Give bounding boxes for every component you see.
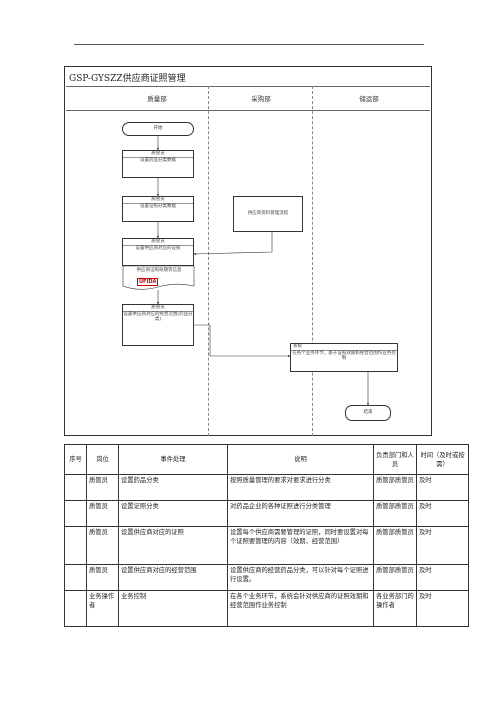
cell-description: 设置供应商的经营药品分类，可以针对每个证照进行设置。	[227, 564, 374, 591]
lane-header-quality: 质量部	[147, 95, 167, 103]
table-row: 质管员 设置药品分类 按照质量管理的要求对要求进行分类 质管部质管员 及时	[64, 474, 469, 501]
cell-position: 质管员	[86, 474, 119, 501]
cell-description: 在各个业务环节，系统会针对供应商的证照效期和经营范围作业务控制	[227, 590, 374, 627]
node-text: 供应商资料管理流程	[247, 211, 289, 217]
node-role: 质管员	[123, 305, 193, 312]
header-description: 说明	[227, 444, 374, 475]
top-rule	[74, 44, 424, 45]
process-node-business-scope: 质管员 设置供应商对应的经营范围(药品分类)	[122, 304, 194, 346]
cell-description: 按照质量管理的要求对要求进行分类	[227, 474, 374, 501]
header-index: 序号	[64, 444, 87, 475]
header-department: 负责部门和人员	[373, 444, 417, 475]
cell-time: 及时	[416, 564, 469, 591]
lane-header-storage: 储运部	[359, 95, 379, 103]
title-separator	[66, 86, 430, 87]
process-node-system-control: 系统 在各个业务环节，基于证照效期和经营范围作业务控制	[290, 343, 398, 372]
cell-department: 各业务部门的操作者	[373, 590, 417, 627]
table-row: 质管员 设置供应商对应的经营范围 设置供应商的经营药品分类，可以针对每个证照进行…	[64, 564, 469, 591]
process-node-supplier-license: 质管员 设置供应商对应的证照	[122, 238, 194, 266]
node-role: 质管员	[123, 151, 193, 158]
cell-event: 业务控制	[118, 590, 228, 627]
process-node-drug-category: 质管员 设置药品分类数据	[122, 150, 194, 178]
node-text: 设置药品分类数据	[140, 157, 176, 163]
document-node-license-validity: 供应商证照效期等信息	[125, 268, 193, 284]
process-node-supplier-data-flow: 供应商资料管理流程	[233, 196, 303, 232]
lane-header-purchasing: 采购部	[251, 95, 271, 103]
cell-department: 质管部质管员	[373, 564, 417, 591]
lane-separator	[312, 86, 313, 436]
table-row: 业务操作者 业务控制 在各个业务环节，系统会针对供应商的证照效期和经营范围作业务…	[64, 590, 469, 627]
header-position: 岗位	[86, 444, 119, 475]
flowchart-frame: GSP-GYSZZ供应商证照管理	[64, 66, 432, 436]
cell-time: 及时	[416, 590, 469, 627]
ufida-stamp: UFIDA	[137, 278, 159, 286]
cell-position: 业务操作者	[86, 590, 119, 627]
end-node: 结束	[345, 405, 391, 421]
cell-event: 设置药品分类	[118, 474, 228, 501]
start-node: 开始	[122, 122, 194, 136]
cell-index	[64, 526, 87, 565]
cell-department: 质管部质管员	[373, 500, 417, 527]
cell-index	[64, 500, 87, 527]
cell-index	[64, 564, 87, 591]
node-text: 设置供应商对应的经营范围(药品分类)	[123, 311, 193, 323]
lane-separator	[208, 86, 209, 436]
cell-index	[64, 474, 87, 501]
header-time: 时间（及时或按需）	[416, 444, 469, 475]
cell-position: 质管员	[86, 526, 119, 565]
node-role: 质管员	[123, 197, 193, 204]
cell-department: 质管部质管员	[373, 474, 417, 501]
flowchart-title: GSP-GYSZZ供应商证照管理	[69, 74, 186, 84]
cell-department: 质管部质管员	[373, 526, 417, 565]
cell-position: 质管员	[86, 500, 119, 527]
table-row: 质管员 设置证照分类 对药品企业的各种证照进行分类管理 质管部质管员 及时	[64, 500, 469, 527]
cell-index	[64, 590, 87, 627]
cell-time: 及时	[416, 526, 469, 565]
lane-header-separator	[66, 110, 430, 111]
end-label: 结束	[363, 410, 373, 416]
process-node-license-category: 质管员 设置证照分类数据	[122, 196, 194, 222]
node-role: 质管员	[123, 239, 193, 246]
node-role: 系统	[291, 344, 397, 351]
cell-event: 设置供应商对应的证照	[118, 526, 228, 565]
event-table: 序号 岗位 事件处理 说明 负责部门和人员 时间（及时或按需） 质管员 设置药品…	[64, 444, 469, 627]
cell-description: 对药品企业的各种证照进行分类管理	[227, 500, 374, 527]
document-text: 供应商证照效期等信息	[136, 268, 182, 273]
cell-time: 及时	[416, 474, 469, 501]
node-text: 设置供应商对应的证照	[135, 245, 181, 251]
cell-position: 质管员	[86, 564, 119, 591]
cell-event: 设置证照分类	[118, 500, 228, 527]
header-event: 事件处理	[118, 444, 228, 475]
table-header-row: 序号 岗位 事件处理 说明 负责部门和人员 时间（及时或按需）	[64, 444, 469, 475]
cell-description: 设置每个供应商需要管理的证照，同时要设置对每个证照要管理的内容（效期、经营范围）	[227, 526, 374, 565]
table-row: 质管员 设置供应商对应的证照 设置每个供应商需要管理的证照，同时要设置对每个证照…	[64, 526, 469, 565]
node-text: 在各个业务环节，基于证照效期和经营范围作业务控制	[292, 350, 396, 362]
start-label: 开始	[153, 126, 163, 132]
cell-time: 及时	[416, 500, 469, 527]
node-text: 设置证照分类数据	[140, 203, 176, 209]
cell-event: 设置供应商对应的经营范围	[118, 564, 228, 591]
